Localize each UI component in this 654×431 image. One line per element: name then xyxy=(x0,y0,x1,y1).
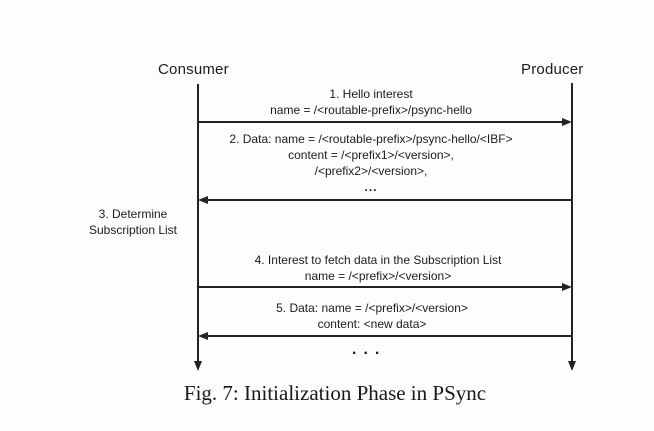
message-5-line-2: content: <new data> xyxy=(317,317,427,331)
message-2-arrow xyxy=(207,199,572,201)
message-5-label: 5. Data: name = /<prefix>/<version> cont… xyxy=(212,300,532,332)
message-2-ellipsis: ... xyxy=(364,180,378,194)
actor-label-consumer: Consumer xyxy=(158,61,229,78)
producer-lifeline xyxy=(571,83,573,363)
message-2-line-1: 2. Data: name = /<routable-prefix>/psync… xyxy=(229,132,513,146)
consumer-lifeline-arrowhead-icon xyxy=(194,361,202,371)
message-5-line-1: 5. Data: name = /<prefix>/<version> xyxy=(276,301,468,315)
message-1-line-2: name = /<routable-prefix>/psync-hello xyxy=(270,103,472,117)
message-1-line-1: 1. Hello interest xyxy=(329,87,413,101)
message-5-arrow xyxy=(207,335,572,337)
producer-lifeline-arrowhead-icon xyxy=(568,361,576,371)
message-4-line-2: name = /<prefix>/<version> xyxy=(304,269,452,283)
actor-label-producer: Producer xyxy=(521,61,584,78)
figure-caption: Fig. 7: Initialization Phase in PSync xyxy=(183,381,487,405)
message-2-line-3: /<prefix2>/<version>, xyxy=(314,164,428,178)
message-4-label: 4. Interest to fetch data in the Subscri… xyxy=(207,252,549,284)
message-5-arrowhead-icon xyxy=(198,332,208,340)
message-4-line-1: 4. Interest to fetch data in the Subscri… xyxy=(254,253,502,267)
message-2-label: 2. Data: name = /<routable-prefix>/psync… xyxy=(188,131,554,195)
message-4-arrow xyxy=(198,286,564,288)
message-1-label: 1. Hello interest name = /<routable-pref… xyxy=(211,86,531,118)
message-4-arrowhead-icon xyxy=(562,283,572,291)
consumer-lifeline xyxy=(197,84,199,363)
step-3-note: 3. Determine Subscription List xyxy=(68,206,198,238)
step-3-line-1: 3. Determine xyxy=(98,207,168,221)
continuation-ellipsis: ... xyxy=(352,341,387,358)
message-2-arrowhead-icon xyxy=(198,196,208,204)
step-3-line-2: Subscription List xyxy=(88,223,178,237)
message-2-line-2: content = /<prefix1>/<version>, xyxy=(288,148,454,162)
message-1-arrowhead-icon xyxy=(562,118,572,126)
message-1-arrow xyxy=(198,121,564,123)
